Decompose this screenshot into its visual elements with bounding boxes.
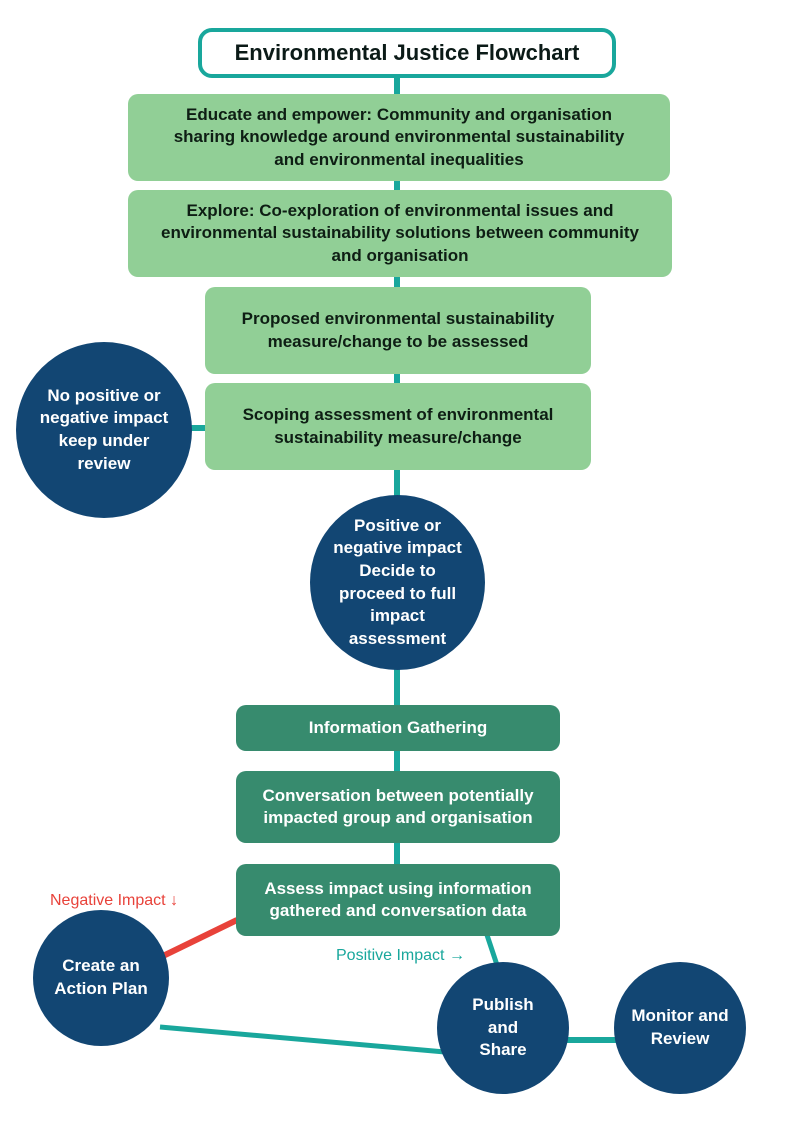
step-assess: Assess impact using information gathered…	[236, 864, 560, 936]
circle-publish: Publish and Share	[437, 962, 569, 1094]
circle-proceed: Positive or negative impact Decide to pr…	[310, 495, 485, 670]
arrow-down-right-icon: ↓	[170, 892, 179, 909]
circle-action-plan: Create an Action Plan	[33, 910, 169, 1046]
connector-action-to-publish	[159, 1024, 446, 1055]
negative-impact-label: Negative Impact ↓	[50, 892, 179, 909]
circle-monitor: Monitor and Review	[614, 962, 746, 1094]
flowchart-title: Environmental Justice Flowchart	[198, 28, 616, 78]
step-conversation: Conversation between potentially impacte…	[236, 771, 560, 843]
step-scoping: Scoping assessment of environmental sust…	[205, 383, 591, 470]
step-explore: Explore: Co-exploration of environmental…	[128, 190, 672, 277]
circle-no-impact: No positive or negative impact keep unde…	[16, 342, 192, 518]
step-information-gathering: Information Gathering	[236, 705, 560, 751]
arrow-right-icon: →	[448, 947, 465, 964]
step-educate: Educate and empower: Community and organ…	[128, 94, 670, 181]
step-proposed: Proposed environmental sustainability me…	[205, 287, 591, 374]
positive-impact-label: Positive Impact →	[336, 947, 465, 964]
connector-assess-to-action	[161, 917, 239, 959]
